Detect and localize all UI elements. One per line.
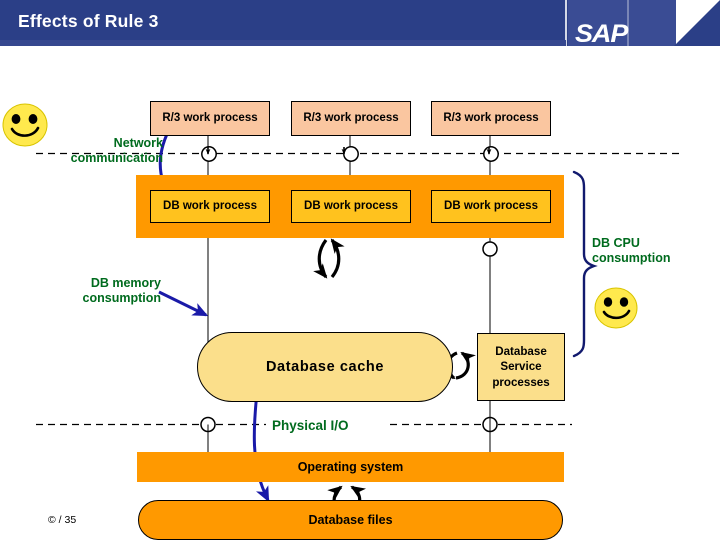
db-memory-annotation-line-1: DB memory xyxy=(90,276,161,290)
sap-logo: SAP xyxy=(575,20,628,48)
operating-system-bar[interactable]: Operating system xyxy=(137,452,564,482)
slide-header: Effects of Rule 3 SAP xyxy=(0,0,720,54)
r3-work-process-box[interactable]: R/3 work process xyxy=(150,101,270,136)
database-files-box[interactable]: Database files xyxy=(138,500,563,540)
db-work-process-box[interactable]: DB work process xyxy=(291,190,411,223)
r3-work-process-label: R/3 work process xyxy=(303,111,399,124)
smiley-face-icon xyxy=(594,287,638,329)
database-files-label: Database files xyxy=(308,513,393,527)
database-service-line-3: processes xyxy=(492,375,550,389)
r3-work-process-label: R/3 work process xyxy=(162,111,258,124)
network-annotation-line-2: communication xyxy=(70,151,163,166)
database-cache-label: Database cache xyxy=(265,359,385,375)
r3-work-process-box[interactable]: R/3 work process xyxy=(291,101,411,136)
diagram-canvas: R/3 work process R/3 work process R/3 wo… xyxy=(0,54,720,540)
db-memory-annotation-line-2: consumption xyxy=(82,291,161,306)
database-service-processes-box[interactable]: Database Service processes xyxy=(477,333,565,401)
db-work-process-label: DB work process xyxy=(304,199,398,212)
db-work-process-box[interactable]: DB work process xyxy=(150,190,270,223)
physical-io-label: Physical I/O xyxy=(272,418,349,433)
db-cpu-consumption-annotation: DB CPU consumption xyxy=(592,236,714,267)
physical-io-annotation: Physical I/O xyxy=(272,418,349,434)
smiley-face-icon xyxy=(2,103,48,147)
db-memory-consumption-annotation: DB memory consumption xyxy=(24,276,161,307)
page-title: Effects of Rule 3 xyxy=(18,11,159,31)
database-cache-box[interactable]: Database cache xyxy=(197,332,453,402)
database-service-line-2: Service xyxy=(500,360,542,374)
network-communication-annotation: Network communication xyxy=(16,136,163,167)
db-work-process-box[interactable]: DB work process xyxy=(431,190,551,223)
db-cpu-annotation-line-1: DB CPU xyxy=(592,236,640,250)
db-work-process-label: DB work process xyxy=(163,199,257,212)
r3-work-process-box[interactable]: R/3 work process xyxy=(431,101,551,136)
header-background xyxy=(0,0,720,54)
database-service-line-1: Database xyxy=(495,345,547,359)
db-work-process-label: DB work process xyxy=(444,199,538,212)
db-cpu-annotation-line-2: consumption xyxy=(592,251,671,266)
network-annotation-line-1: Network xyxy=(113,136,163,150)
r3-work-process-label: R/3 work process xyxy=(443,111,539,124)
operating-system-label: Operating system xyxy=(297,460,404,474)
slide-footer: © / 35 xyxy=(48,514,77,526)
